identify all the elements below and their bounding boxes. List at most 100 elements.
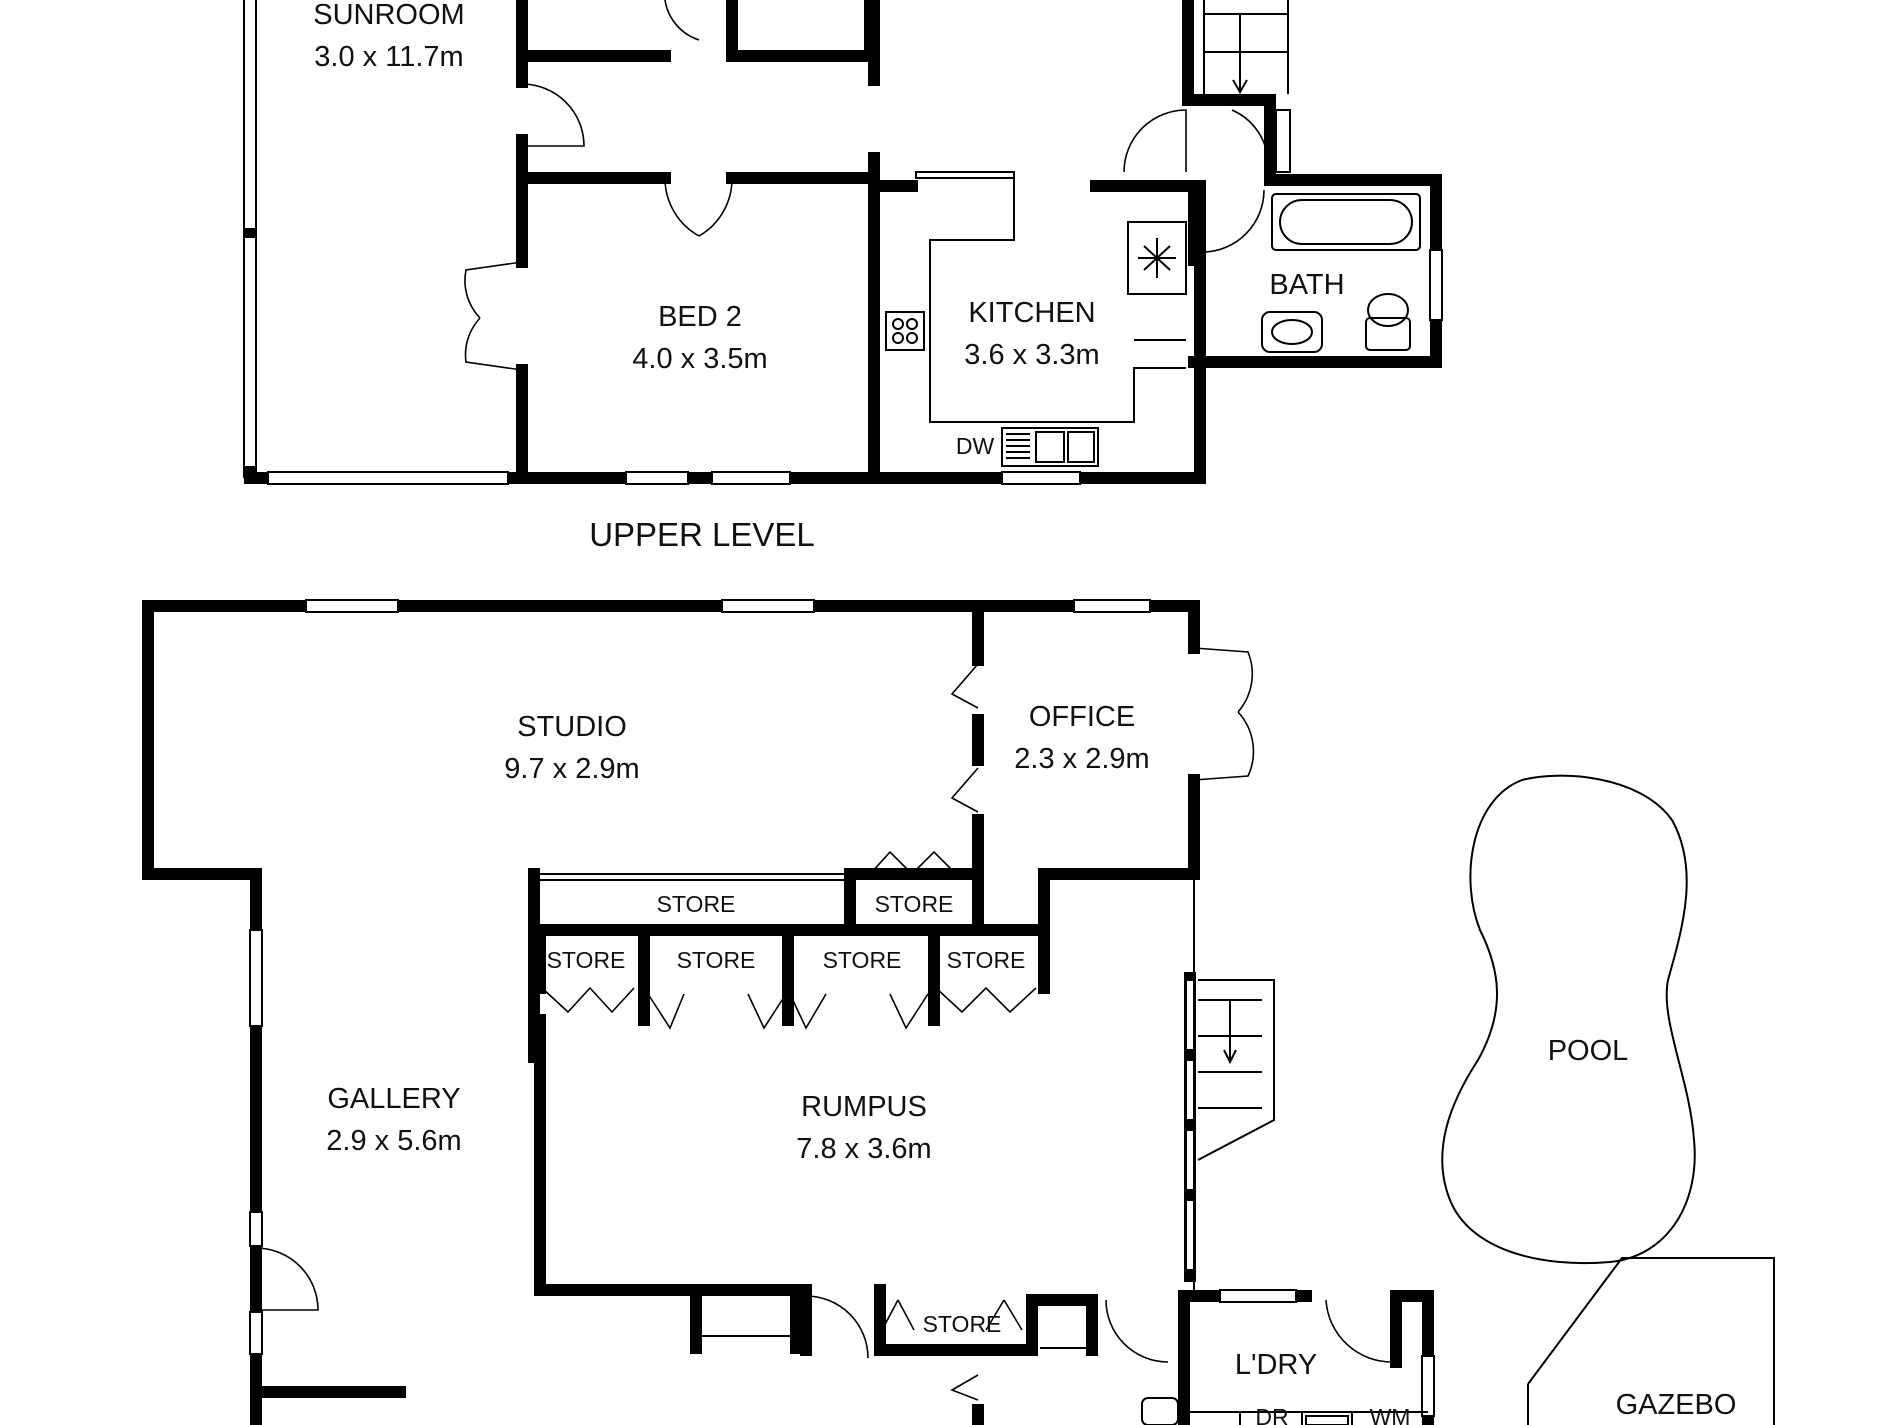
bifold-door	[935, 986, 1037, 1014]
sink-bowl	[1035, 431, 1065, 463]
door-swing	[1325, 1299, 1393, 1363]
double-door-swing	[464, 261, 523, 371]
window	[721, 599, 815, 613]
bifold-door	[789, 993, 827, 1030]
fixture-label-dishwasher: DW	[956, 433, 995, 459]
bifold-door	[647, 993, 685, 1030]
fixture-label-washer: WM	[1370, 1404, 1411, 1425]
toilet-bowl	[1367, 293, 1409, 327]
bifold-door	[541, 986, 635, 1014]
room-size-rumpus: 7.8 x 3.6m	[796, 1133, 931, 1165]
sink-bowl	[1067, 431, 1095, 463]
window	[711, 471, 791, 485]
door-swing	[1231, 109, 1269, 171]
burner	[906, 318, 918, 330]
office-east-wall	[1038, 774, 1200, 880]
window	[1429, 249, 1443, 321]
bifold-door	[881, 1299, 915, 1331]
rangehood	[915, 171, 1015, 179]
door-swing	[664, 177, 733, 237]
bifold-door	[889, 993, 929, 1030]
store-label: STORE	[947, 947, 1026, 973]
room-name-studio: STUDIO	[517, 711, 627, 743]
store-label: STORE	[657, 891, 736, 917]
fixture-label-dryer: DR	[1255, 1404, 1288, 1425]
window	[1219, 1289, 1297, 1303]
stair-arrow-head	[1232, 79, 1248, 94]
lower-level: STUDIO 9.7 x 2.9m OFFICE 2.3 x 2.9m GALL…	[142, 599, 1775, 1425]
basin-bowl	[1271, 319, 1313, 345]
toilet-icon	[1365, 317, 1411, 351]
room-name-rumpus: RUMPUS	[801, 1091, 927, 1123]
burner	[892, 318, 904, 330]
window	[305, 599, 399, 613]
burner	[906, 332, 918, 344]
room-size-gallery: 2.9 x 5.6m	[326, 1125, 461, 1157]
window	[267, 471, 509, 485]
bifold-door	[747, 993, 787, 1030]
room-name-kitchen: KITCHEN	[968, 297, 1095, 329]
room-size-studio: 9.7 x 2.9m	[504, 753, 639, 785]
door-swing	[1203, 189, 1265, 253]
store-label: STORE	[923, 1311, 1002, 1337]
window	[1185, 1059, 1195, 1121]
wall	[690, 1284, 802, 1354]
window	[1421, 1355, 1435, 1417]
cooktop-icon	[885, 311, 925, 351]
window	[249, 929, 263, 1027]
door-swing	[521, 83, 585, 147]
room-name-gallery: GALLERY	[327, 1083, 460, 1115]
pool-outline	[1441, 774, 1696, 1265]
window	[1001, 471, 1081, 485]
window	[625, 471, 689, 485]
level-title-upper: UPPER LEVEL	[589, 516, 815, 553]
sink-drainer	[1006, 433, 1030, 459]
bathtub-inner	[1279, 199, 1413, 245]
basin-icon	[1261, 311, 1323, 353]
wall	[1026, 1294, 1098, 1356]
room-name-sunroom: SUNROOM	[313, 0, 464, 31]
wall	[726, 0, 876, 62]
fridge-icon	[1138, 238, 1176, 278]
studio-north-wall	[142, 600, 1200, 654]
door-swing	[664, 0, 700, 41]
sink-icon	[1001, 427, 1099, 467]
store-label: STORE	[547, 947, 626, 973]
bifold-door	[950, 663, 979, 709]
room-size-sunroom: 3.0 x 11.7m	[314, 41, 463, 73]
gallery-west-wall	[142, 600, 262, 1425]
room-size-bed2: 4.0 x 3.5m	[632, 343, 767, 375]
laundry-sink-icon	[1305, 1415, 1349, 1425]
store-label: STORE	[823, 947, 902, 973]
room-name-bath: BATH	[1269, 269, 1344, 301]
wall	[534, 1284, 812, 1356]
bifold-door	[950, 1374, 979, 1401]
door-swing	[255, 1247, 319, 1311]
upper-level: SUNROOM 3.0 x 11.7m BED 2 4.0 x 3.5m KIT…	[243, 0, 1443, 553]
area-name-pool: POOL	[1548, 1035, 1629, 1067]
door-swing	[1105, 1299, 1169, 1363]
door-swing	[1123, 109, 1187, 173]
bifold-door	[985, 1299, 1023, 1331]
room-name-bed2: BED 2	[658, 301, 742, 333]
store-wall	[874, 1284, 1038, 1356]
stair-arrow-head	[1223, 1049, 1237, 1065]
bifold-door	[869, 850, 957, 876]
bifold-door	[950, 767, 979, 813]
gazebo-outline	[1527, 1257, 1775, 1425]
wall-post	[244, 228, 256, 238]
room-size-kitchen: 3.6 x 3.3m	[964, 339, 1099, 371]
window	[1275, 109, 1291, 173]
burner	[892, 332, 904, 344]
window	[249, 1211, 263, 1247]
window	[249, 1311, 263, 1355]
window	[1185, 1199, 1195, 1271]
wall	[1182, 0, 1276, 186]
window	[1185, 979, 1195, 1051]
store-label: STORE	[875, 891, 954, 917]
stair-outline	[1197, 979, 1275, 1161]
window	[1073, 599, 1151, 613]
window	[1185, 1129, 1195, 1191]
bathtub-icon	[1271, 193, 1421, 251]
